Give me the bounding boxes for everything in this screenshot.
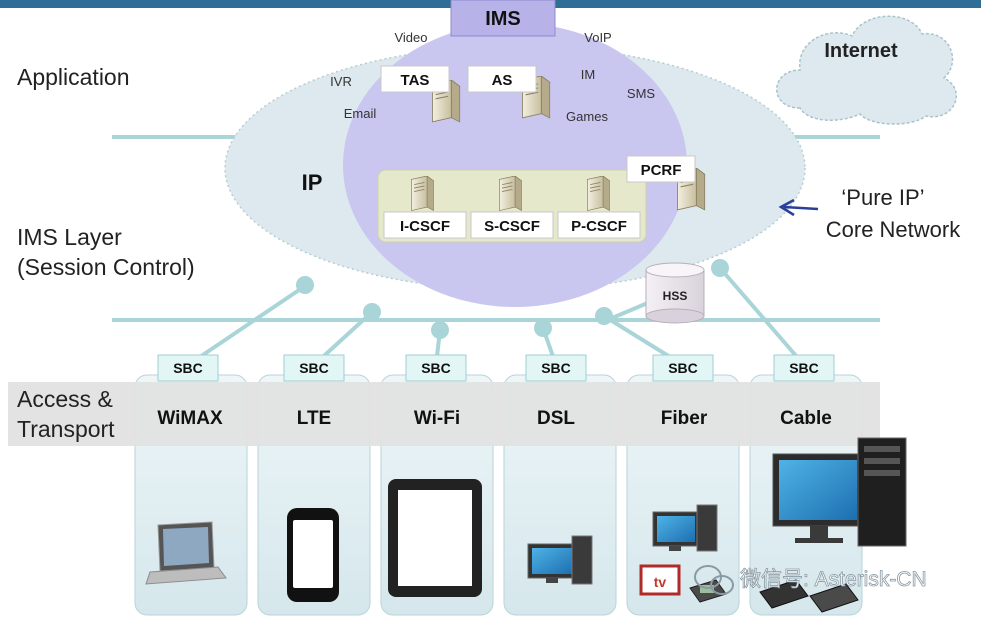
tablet-icon [388, 479, 482, 597]
sbc-label-lte: SBC [299, 360, 329, 376]
tas-label: TAS [401, 72, 430, 89]
tas-box [380, 65, 450, 93]
i-cscf-box [383, 211, 467, 239]
layer-application: Application [17, 64, 130, 90]
service-ivr: IVR [330, 74, 352, 89]
pcrf-box [626, 155, 696, 183]
tv-icon: tv [639, 564, 681, 596]
core-network-label: Core Network [826, 217, 961, 242]
internet-cloud-icon [776, 15, 957, 125]
i-cscf-label: I-CSCF [400, 218, 450, 235]
ims-label: IMS [485, 8, 521, 30]
access-label-cable: Cable [780, 408, 832, 429]
desktop-computer-icon [527, 535, 593, 585]
layer-ims-title: IMS Layer [17, 224, 122, 250]
cable-devices [759, 437, 907, 613]
sbc-boxes [157, 354, 835, 382]
service-email: Email [344, 106, 377, 121]
as-box [467, 65, 537, 93]
p-cscf-box [557, 211, 641, 239]
hss-label: HSS [663, 289, 688, 303]
access-label-fiber: Fiber [661, 408, 708, 429]
sbc-label-wifi: SBC [421, 360, 451, 376]
service-voip: VoIP [584, 30, 611, 45]
s-cscf-label: S-CSCF [484, 218, 540, 235]
hss-database-icon [645, 262, 705, 324]
sbc-label-wimax: SBC [173, 360, 203, 376]
arrow-icon [778, 198, 819, 217]
sbc-label-fiber: SBC [668, 360, 698, 376]
layer-ims-subtitle: (Session Control) [17, 254, 195, 280]
pure-ip-label: ‘Pure IP’ [841, 185, 924, 210]
internet-label: Internet [824, 40, 898, 62]
desktop-computer-icon [652, 504, 718, 552]
phone-base-icon [759, 579, 859, 613]
p-cscf-server-icon [587, 176, 610, 211]
sbc-label-dsl: SBC [541, 360, 571, 376]
layer-access-subtitle: Transport [17, 416, 115, 442]
sbc-label-cable: SBC [789, 360, 819, 376]
service-im: IM [581, 67, 595, 82]
as-label: AS [492, 72, 513, 89]
smartphone-icon [287, 508, 339, 602]
service-labels: Video VoIP IVR IM SMS Email Games [330, 30, 655, 124]
service-sms: SMS [627, 86, 656, 101]
layer-access-title: Access & [17, 386, 113, 412]
p-cscf-label: P-CSCF [571, 218, 627, 235]
access-band [8, 382, 880, 446]
tv-label: tv [654, 574, 667, 590]
connector-nodes [296, 259, 729, 339]
i-cscf-server-icon [411, 176, 434, 211]
ip-label: IP [302, 170, 323, 195]
service-games: Games [566, 109, 608, 124]
s-cscf-box [470, 211, 554, 239]
pcrf-label: PCRF [641, 162, 682, 179]
laptop-icon [145, 521, 227, 585]
access-label-lte: LTE [297, 408, 331, 429]
access-label-dsl: DSL [537, 408, 575, 429]
watermark-text: 微信号: Asterisk-CN [740, 568, 927, 591]
access-label-wimax: WiMAX [157, 408, 223, 429]
service-video: Video [394, 30, 427, 45]
desktop-computer-icon [772, 437, 907, 547]
wechat-icon [694, 565, 734, 595]
access-label-wifi: Wi-Fi [414, 408, 460, 429]
s-cscf-server-icon [499, 176, 522, 211]
ims-label-box [450, 0, 556, 37]
